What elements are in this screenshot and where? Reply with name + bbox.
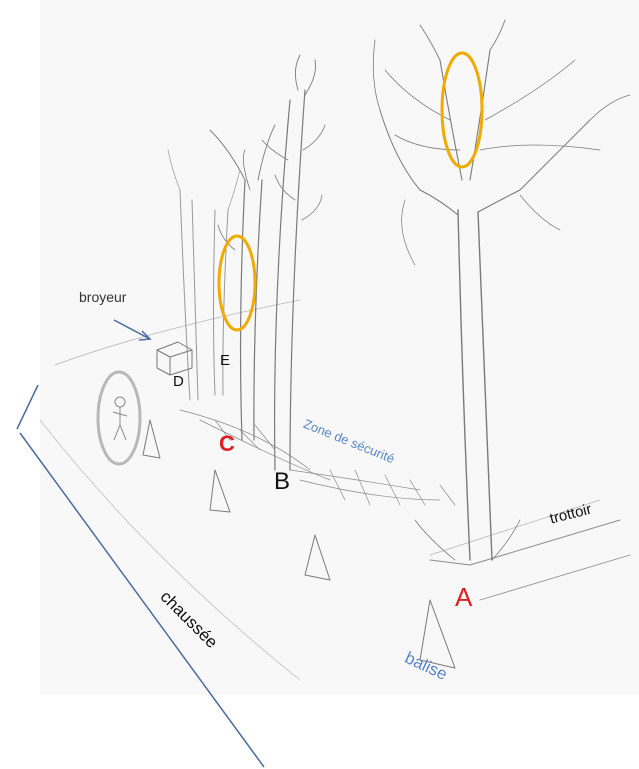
label-broyeur: broyeur xyxy=(79,289,126,305)
label-d: D xyxy=(173,373,184,390)
label-b: B xyxy=(274,468,290,496)
road-boundary-short-line xyxy=(17,385,38,429)
label-e: E xyxy=(220,352,230,369)
label-a: A xyxy=(455,582,472,613)
paper-background xyxy=(40,0,639,695)
label-c: C xyxy=(219,431,235,457)
